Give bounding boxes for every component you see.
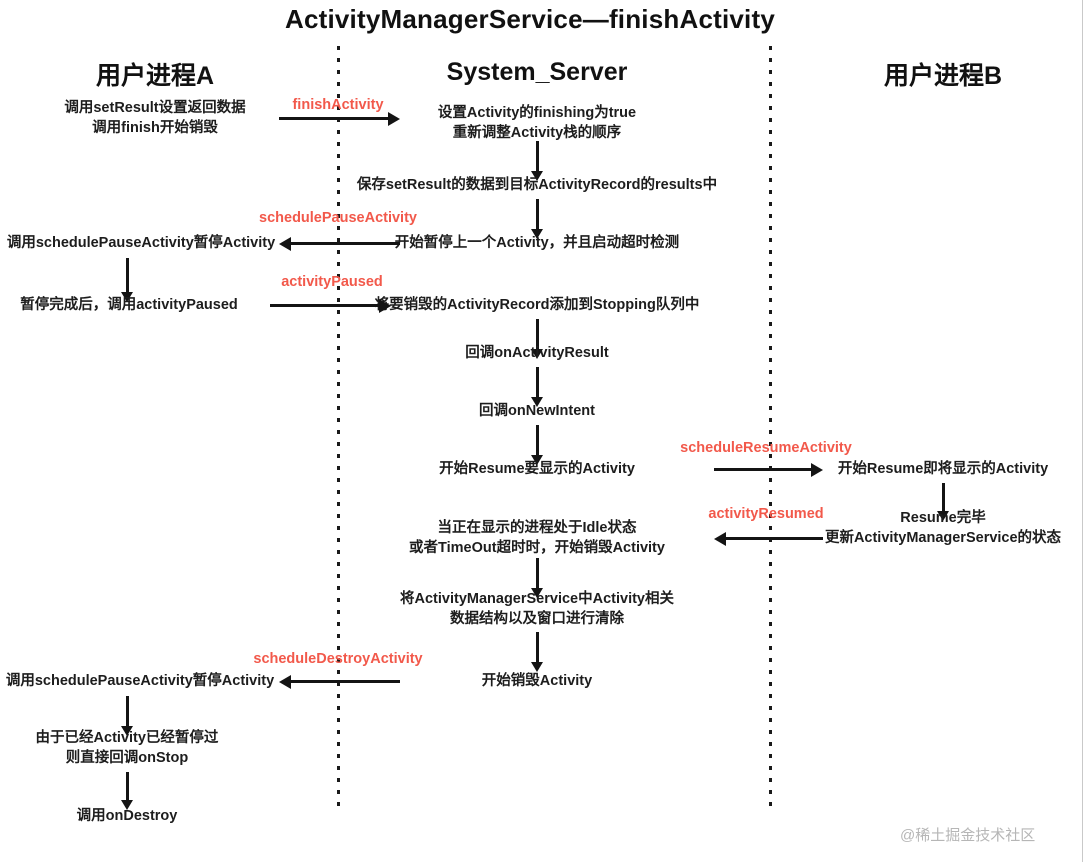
page-right-border (1082, 0, 1083, 862)
node-s8-line2: 或者TimeOut超时时，开始销毁Activity (409, 540, 665, 556)
node-s8-line1: 当正在显示的进程处于Idle状态 (437, 520, 637, 536)
flow-arrow-s9-to-s10 (527, 632, 547, 672)
lane-header-user-process-b: 用户进程B (883, 62, 1003, 90)
message-activity-resumed-label: activityResumed (708, 506, 824, 522)
node-s9: 将ActivityManagerService中Activity相关 数据结构以… (400, 589, 674, 629)
watermark: @稀土掘金技术社区 (900, 827, 1036, 844)
page-title: ActivityManagerService—finishActivity (284, 4, 775, 34)
node-s9-line1: 将ActivityManagerService中Activity相关 (400, 591, 674, 607)
node-s4: 将要销毁的ActivityRecord添加到Stopping队列中 (374, 297, 700, 313)
node-a5-line1: 由于已经Activity已经暂停过 (35, 730, 219, 746)
node-b2-line2: 更新ActivityManagerService的状态 (824, 530, 1062, 546)
node-a1: 调用setResult设置返回数据 调用finish开始销毁 (64, 98, 245, 138)
node-s7: 开始Resume要显示的Activity (439, 461, 635, 477)
flow-arrow-b1-to-b2 (933, 483, 953, 521)
node-s1-line2: 重新调整Activity栈的顺序 (452, 125, 622, 141)
node-a6: 调用onDestroy (76, 808, 178, 824)
node-a1-line2: 调用finish开始销毁 (92, 120, 218, 136)
lifeline-user-process-b (769, 46, 772, 814)
node-s3: 开始暂停上一个Activity，并且启动超时检测 (394, 235, 680, 251)
node-a1-line1: 调用setResult设置返回数据 (64, 100, 246, 116)
flow-arrow-s8-to-s9 (527, 558, 547, 598)
message-activity-paused-label: activityPaused (281, 274, 383, 290)
node-s1: 设置Activity的finishing为true 重新调整Activity栈的… (438, 103, 636, 143)
message-schedule-resume-activity-label: scheduleResumeActivity (680, 440, 852, 456)
lane-header-system-server: System_Server (446, 58, 628, 86)
message-schedule-destroy-activity-label: scheduleDestroyActivity (253, 651, 423, 667)
flow-arrow-s2-to-s3 (527, 199, 547, 239)
node-s8: 当正在显示的进程处于Idle状态 或者TimeOut超时时，开始销毁Activi… (409, 518, 665, 558)
message-finish-activity-label: finishActivity (292, 97, 384, 113)
node-s5: 回调onActivityResult (465, 345, 609, 361)
node-s2: 保存setResult的数据到目标ActivityRecord的results中 (356, 177, 718, 193)
flow-arrow-a4-to-a5 (117, 696, 137, 736)
node-s9-line2: 数据结构以及窗口进行清除 (450, 611, 624, 627)
flow-arrow-s6-to-s7 (527, 425, 547, 465)
node-a2: 调用schedulePauseActivity暂停Activity (6, 235, 276, 251)
message-schedule-pause-activity-label: schedulePauseActivity (259, 210, 417, 226)
node-s10: 开始销毁Activity (481, 673, 593, 689)
flow-arrow-a2-to-a3 (117, 258, 137, 302)
node-s1-line1: 设置Activity的finishing为true (437, 105, 637, 121)
flow-arrow-a5-to-a6 (117, 772, 137, 810)
flow-arrow-s1-to-s2 (527, 141, 547, 181)
node-a5-line2: 则直接回调onStop (65, 750, 189, 766)
node-b2: Resume完毕 更新ActivityManagerService的状态 (825, 508, 1061, 548)
node-a4: 调用schedulePauseActivity暂停Activity (5, 673, 275, 689)
node-a3: 暂停完成后，调用activityPaused (20, 297, 238, 313)
lane-header-user-process-a: 用户进程A (95, 62, 215, 90)
node-b1: 开始Resume即将显示的Activity (837, 461, 1049, 477)
flow-arrow-s5-to-s6 (527, 367, 547, 407)
node-b2-line1: Resume完毕 (900, 510, 986, 526)
flow-arrow-s4-to-s5 (527, 319, 547, 359)
node-s6: 回调onNewIntent (479, 403, 595, 419)
node-a5: 由于已经Activity已经暂停过 则直接回调onStop (36, 728, 219, 768)
lifeline-user-process-a (337, 46, 340, 814)
